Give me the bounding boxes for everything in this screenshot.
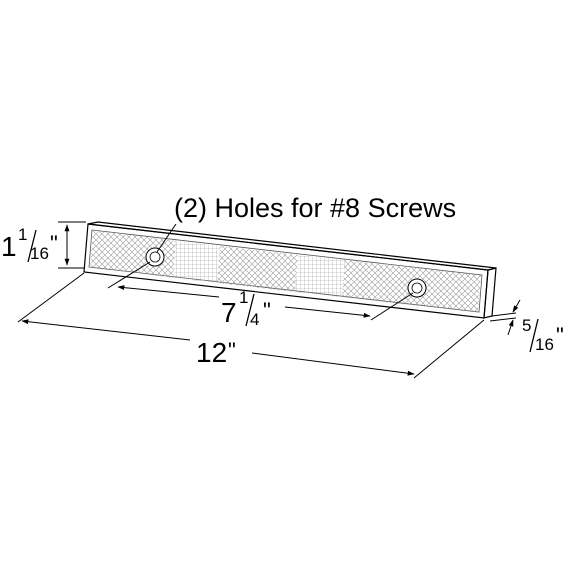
mounting-hole-left — [145, 247, 165, 267]
length-whole: 12 — [196, 337, 227, 368]
height-unit: " — [50, 231, 58, 256]
hole-spacing-dimension — [107, 261, 414, 321]
height-num: 1 — [18, 225, 27, 244]
hole-spacing-num: 1 — [239, 288, 248, 307]
callout-leader — [156, 223, 177, 253]
height-frac-slash — [27, 229, 37, 263]
thickness-unit: " — [556, 323, 564, 348]
height-dimension — [58, 221, 86, 269]
prism-pattern — [90, 231, 481, 312]
height-den: 16 — [30, 244, 49, 263]
hole-spacing-whole: 7 — [221, 297, 237, 328]
thickness-dimension — [489, 299, 521, 336]
hole-spacing-unit: " — [263, 298, 271, 323]
hole-spacing-frac-slash — [245, 293, 255, 327]
mounting-hole-right — [407, 278, 427, 298]
thickness-num: 5 — [522, 316, 531, 335]
callout-text: (2) Holes for #8 Screws — [174, 193, 456, 223]
length-dimension — [17, 272, 485, 379]
reflector-strip — [83, 221, 497, 319]
height-whole: 1 — [1, 231, 17, 262]
thickness-den: 16 — [535, 335, 554, 354]
hole-spacing-label: 7 1 4 " — [221, 288, 271, 329]
length-unit: " — [228, 338, 236, 363]
thickness-label: 5 16 " — [522, 316, 564, 354]
length-label: 12 " — [196, 337, 236, 368]
hole-spacing-den: 4 — [250, 310, 259, 329]
thickness-frac-slash — [529, 318, 539, 353]
height-label: 1 1 16 " — [1, 225, 58, 263]
